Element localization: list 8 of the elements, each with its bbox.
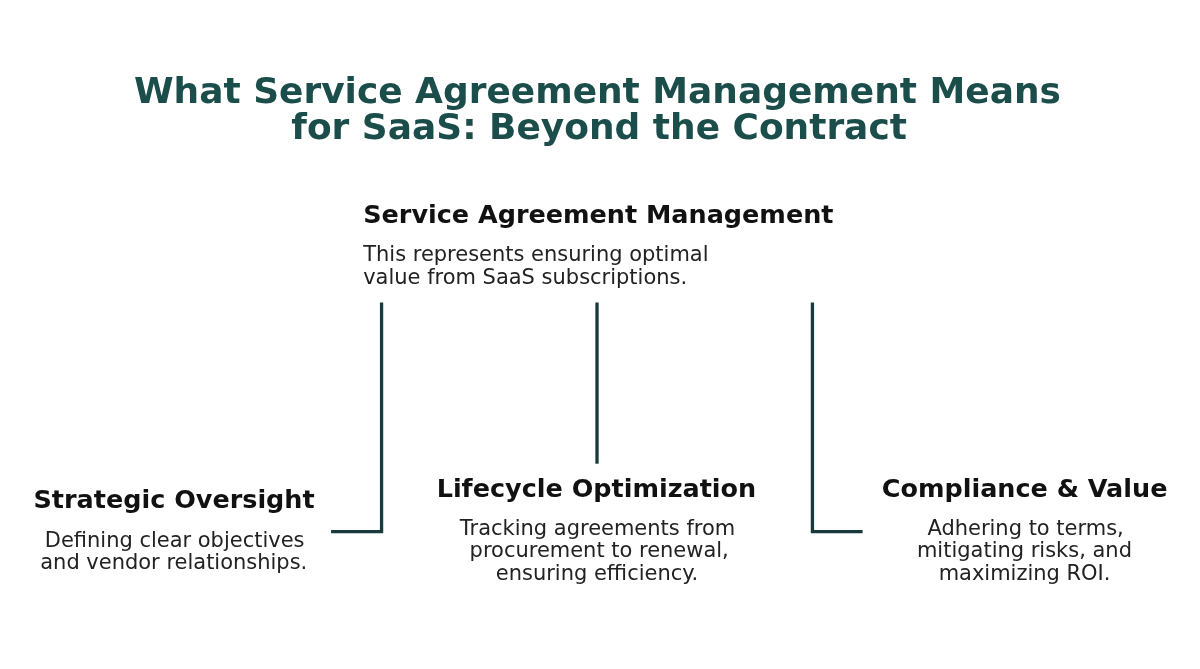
connector — [810, 302, 863, 534]
connector — [595, 302, 599, 464]
connector — [331, 302, 384, 534]
node-text: Compliance & Value Adhering to terms, mitigating risks, and maximizing ROI. — [881, 472, 1168, 585]
node-text: Strategic Oversight Defining clear objectives and vendor relationships. — [33, 484, 315, 575]
node-text: Lifecycle Optimization Tracking agreements from procurement to renewal, ensuring efficiency. — [436, 472, 757, 585]
diagram-title: What Service Agreement Management Means for SaaS: Beyond the Contract — [133, 70, 1061, 148]
node-text: Service Agreement Management This represents ensuring optimal value from SaaS subscriptions. — [363, 199, 834, 289]
